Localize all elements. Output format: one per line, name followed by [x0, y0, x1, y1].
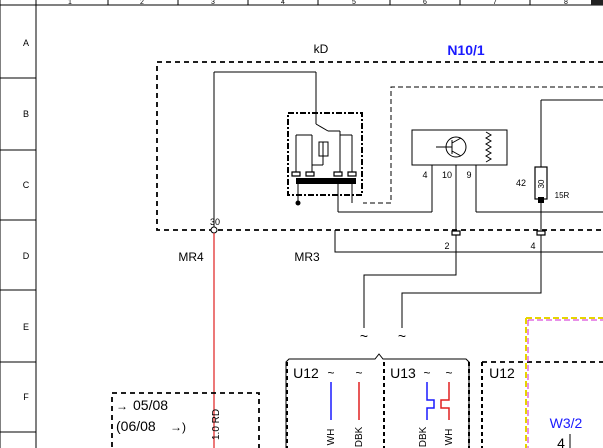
w3-2-pin-label: 4: [557, 435, 565, 448]
wire-label-rd: 1.0 RD: [211, 409, 222, 440]
pin-10-label: 10: [442, 170, 452, 180]
column-number-1: 1: [68, 0, 72, 6]
relay-wiring: [213, 71, 433, 230]
transistor-box: [411, 129, 508, 166]
column-number-4: 4: [281, 0, 285, 6]
relay-box: [287, 112, 363, 196]
row-letter-a: A: [23, 38, 29, 48]
pin-42-label: 42: [516, 178, 526, 188]
resistor-name: 15R: [555, 191, 570, 200]
date-note: → 05/08 (06/08 →): [111, 392, 260, 448]
relay-symbol: [295, 113, 353, 172]
relay-terminals: [291, 171, 357, 177]
transistor-icon: [436, 131, 492, 163]
connector-row: MR4 MR3 2 4: [178, 226, 603, 264]
column-number-2: 2: [140, 0, 144, 6]
connector-mr4-label: MR4: [178, 250, 204, 264]
pin-4-label: 4: [422, 170, 427, 180]
mr3-connector-line: [334, 230, 603, 253]
wire-label-dbk-1: DBK: [354, 426, 365, 447]
blue-wire-u13: [426, 382, 435, 420]
ground-symbol-u13-a: ~: [423, 366, 430, 380]
relay-label: kD: [314, 42, 329, 56]
relay-connector-bar: [296, 178, 356, 184]
red-wire-u13: [440, 382, 450, 420]
row-letter-d: D: [23, 251, 30, 261]
connector-pin-2-label: 2: [444, 241, 449, 251]
unit-brackets: [285, 353, 603, 448]
pin-9-label: 9: [466, 170, 471, 180]
w3-2-area: W3/2 4: [525, 317, 603, 448]
resistor-value: 30: [537, 179, 546, 188]
resistor-lead: [538, 197, 544, 203]
row-letter-b: B: [23, 109, 29, 119]
arrow-right-icon-2: →): [170, 420, 186, 434]
inner-boundary: [363, 86, 603, 204]
pin-30-label: 30: [210, 217, 220, 227]
unit-u13-label: U13: [390, 365, 416, 381]
ground-symbol-left: ~: [360, 328, 368, 344]
pin-30-terminal: [210, 226, 218, 234]
ground-symbol-u12-b: ~: [355, 366, 362, 380]
connector-mr3-label: MR3: [294, 250, 320, 264]
ground-symbol-right: ~: [398, 328, 406, 344]
column-number-8: 8: [564, 0, 568, 6]
module-id-label: N10/1: [447, 42, 485, 58]
connector-pin-2: [451, 230, 461, 236]
note-line-1: 05/08: [133, 397, 168, 413]
unit-w3-2-label: W3/2: [550, 415, 583, 431]
ground-symbol-u13-b: ~: [445, 366, 452, 380]
wire-label-wh-1: WH: [326, 429, 337, 446]
row-letter-c: C: [23, 180, 30, 190]
connector-pin-4: [536, 230, 546, 236]
row-letter-e: E: [23, 322, 29, 332]
wire-label-wh-2: WH: [444, 429, 455, 446]
transistor-wiring: [455, 99, 603, 230]
arrow-right-icon: →: [116, 399, 128, 413]
colored-wires: [330, 382, 450, 420]
column-number-5: 5: [352, 0, 356, 6]
wire-label-dbk-2: DBK: [418, 426, 429, 447]
module-n10-1: kD N10/1: [156, 42, 603, 231]
column-number-3: 3: [211, 0, 215, 6]
row-letter-f: F: [23, 392, 29, 402]
relay-junction-dot: [295, 200, 301, 206]
ground-symbol-u12-a: ~: [327, 366, 334, 380]
column-number-6: 6: [423, 0, 427, 6]
unit-u12-right-label: U12: [489, 365, 515, 381]
module-outline: [156, 61, 603, 231]
unit-u12-left-label: U12: [293, 365, 319, 381]
note-line-2: (06/08: [116, 418, 156, 434]
corner-marker: [591, 0, 603, 5]
column-number-7: 7: [493, 0, 497, 6]
ground-wires: [363, 235, 542, 328]
connector-pin-4-label: 4: [530, 241, 535, 251]
